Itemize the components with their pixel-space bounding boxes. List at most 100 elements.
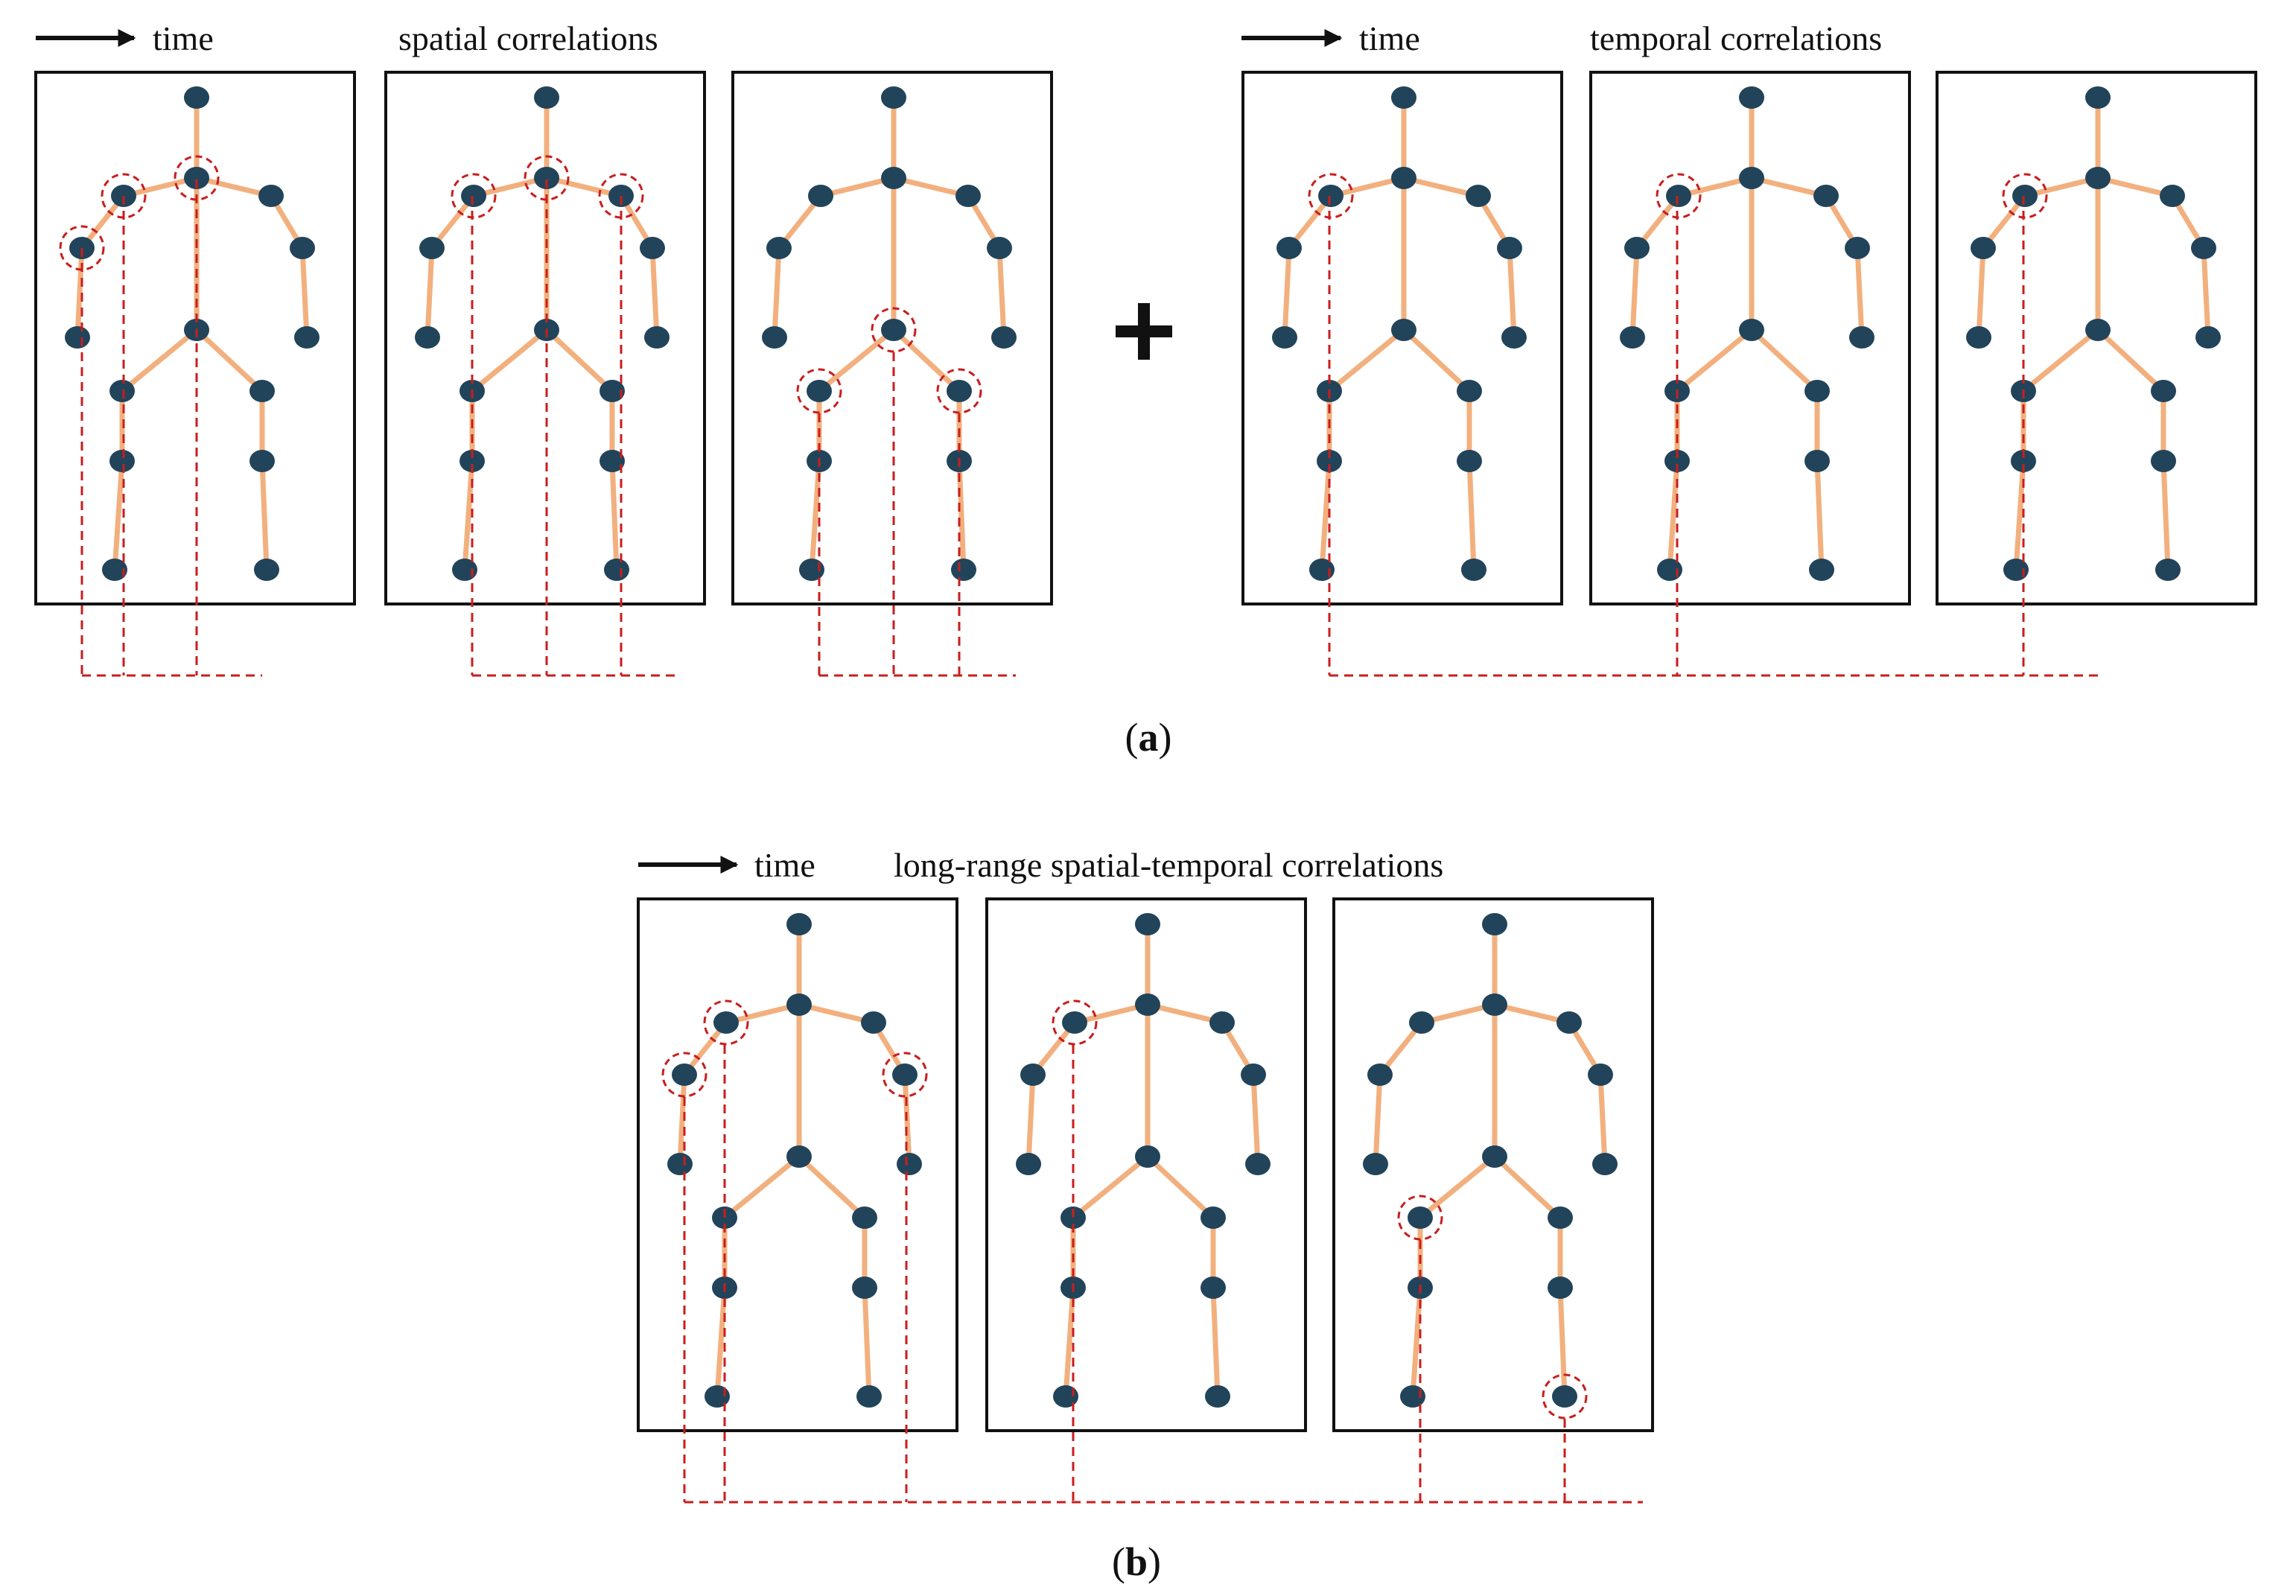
bone-rknee-rfoot (1210, 1285, 1221, 1399)
joint-neck (184, 167, 209, 189)
bone-pelvis-lhip (469, 327, 550, 394)
bone-rknee-rfoot (609, 458, 620, 573)
joint-lelb (672, 1064, 697, 1086)
bone-lelb-lhand (1025, 1072, 1036, 1167)
joint-rfoot (254, 559, 279, 581)
joint-lsho (1666, 185, 1691, 207)
temporal-correlations-title: temporal correlations (1590, 19, 1882, 57)
bone-pelvis-lhip (722, 1154, 802, 1221)
bone-pelvis-rhip (1749, 327, 1820, 394)
joint-neck (1391, 167, 1416, 189)
bone-pelvis-lhip (2020, 327, 2101, 394)
joint-rfoot (2155, 559, 2181, 581)
bone-neck-rsho (194, 175, 274, 199)
highlight-ring-lsho (1052, 999, 1098, 1046)
joint-pelvis (1482, 1145, 1507, 1168)
bone-pelvis-rhip (1145, 1154, 1216, 1221)
bone-rknee-rfoot (1466, 458, 1477, 573)
joint-lelb (1020, 1064, 1046, 1086)
connector-group-2 (471, 179, 679, 677)
joint-neck (1135, 993, 1160, 1016)
bone-neck-rsho (891, 175, 971, 199)
time-label-a-left: time (153, 19, 214, 57)
joint-rsho (1209, 1011, 1235, 1034)
highlight-ring-lsho (451, 173, 497, 219)
joint-neck (786, 993, 812, 1016)
connector-group-5 (683, 1045, 1643, 1504)
bone-relb-rhand (2201, 245, 2211, 340)
highlight-ring-lhip (1397, 1195, 1443, 1241)
highlight-ring-lsho (1656, 173, 1702, 219)
joint-neck (534, 167, 559, 189)
bone-pelvis-rhip (796, 1154, 868, 1221)
bone-relb-rhand (996, 245, 1007, 340)
joint-rsho (258, 185, 284, 207)
highlight-ring-lhip (796, 368, 842, 414)
joint-rhip (947, 380, 972, 402)
bone-lelb-lhand (1282, 245, 1292, 340)
joint-head (1391, 86, 1416, 109)
joint-pelvis (1739, 319, 1764, 341)
caption-b: (b) (1112, 1539, 1161, 1584)
joint-lhand (415, 326, 440, 349)
joint-relb (1845, 237, 1870, 259)
joint-lsho (1409, 1011, 1434, 1034)
bone-lknee-lfoot (1319, 458, 1332, 573)
joint-lfoot (2003, 559, 2029, 581)
joint-relb (2191, 237, 2216, 259)
bone-neck-rsho (1145, 1002, 1225, 1026)
bone-rknee-rfoot (1557, 1285, 1568, 1399)
bone-neck-rsho (2095, 175, 2175, 199)
joint-lsho (1318, 185, 1343, 207)
joint-rknee (1201, 1277, 1226, 1299)
highlight-ring-relb (882, 1052, 928, 1098)
skeleton-frame-3 (731, 71, 1053, 605)
highlight-ring-rhip (936, 368, 982, 414)
joint-rhand (1245, 1153, 1271, 1175)
joint-rknee (1457, 450, 1482, 472)
joint-lsho (713, 1011, 739, 1034)
joint-relb (290, 237, 315, 259)
joint-rknee (249, 450, 275, 472)
bone-lknee-lfoot (112, 458, 125, 573)
joint-relb (1497, 237, 1522, 259)
skeleton-frame-6 (1936, 71, 2257, 605)
joint-lknee (109, 450, 135, 472)
bone-pelvis-lhip (1674, 327, 1755, 394)
bone-neck-rsho (1401, 175, 1481, 199)
joint-neck (1482, 993, 1507, 1016)
joint-lhand (667, 1153, 693, 1175)
joint-lfoot (1309, 559, 1335, 581)
bone-neck-rsho (1749, 175, 1829, 199)
bone-relb-rhand (1507, 245, 1517, 340)
frame-border (637, 897, 958, 1432)
joint-rfoot (604, 559, 629, 581)
joint-lfoot (1053, 1385, 1078, 1408)
joint-rfoot (1809, 559, 1834, 581)
joint-neck (2085, 167, 2111, 189)
frame-border (1332, 897, 1654, 1432)
joint-rsho (955, 185, 981, 207)
joint-rsho (1813, 185, 1839, 207)
joint-lknee (1664, 450, 1690, 472)
plus-sign (1116, 303, 1172, 360)
bone-neck-rsho (544, 175, 624, 199)
caption-a: (a) (1125, 715, 1172, 760)
joint-lelb (1624, 237, 1650, 259)
joint-rhip (600, 380, 625, 402)
joint-lelb (1367, 1064, 1393, 1086)
connector-group-3 (818, 352, 1016, 677)
joint-lhand (1272, 326, 1297, 349)
joint-pelvis (1391, 319, 1416, 341)
bone-lknee-lfoot (1063, 1285, 1076, 1399)
bone-pelvis-lhip (1070, 1154, 1151, 1221)
skeleton-frame-5 (1589, 71, 1911, 605)
joint-head (2085, 86, 2111, 109)
joint-neck (1739, 167, 1764, 189)
bone-lknee-lfoot (714, 1285, 728, 1399)
bone-pelvis-rhip (2095, 327, 2166, 394)
bone-relb-rhand (1597, 1072, 1608, 1167)
joint-lfoot (102, 559, 127, 581)
joint-head (1739, 86, 1764, 109)
bone-pelvis-rhip (891, 327, 962, 394)
